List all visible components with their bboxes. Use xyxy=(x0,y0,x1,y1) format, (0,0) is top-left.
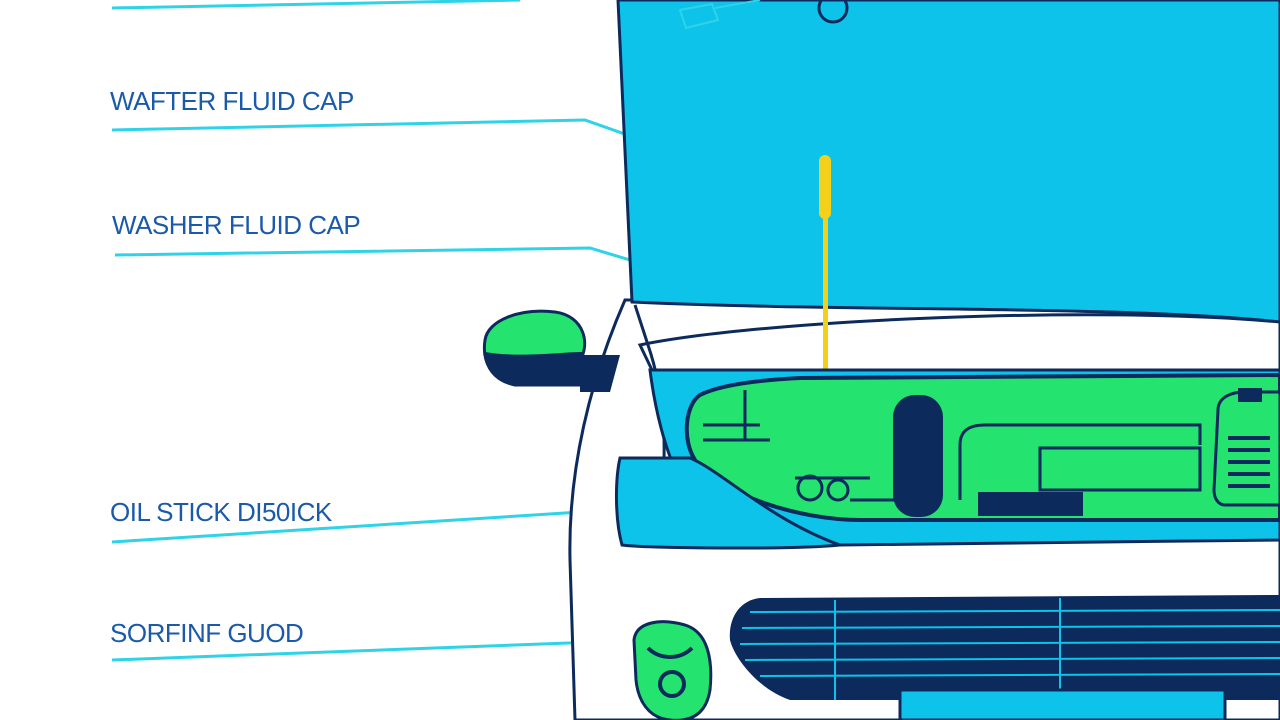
mirror-mount xyxy=(580,355,620,392)
engine-box xyxy=(1038,446,1202,492)
leader-line-2 xyxy=(114,246,671,274)
headlight-fender xyxy=(615,456,841,550)
label-sorfinf-guod: SORFINF GUOD xyxy=(110,618,304,648)
hood-latch-ring xyxy=(817,0,849,24)
label-washer-fluid-cap: WASHER FLUID CAP xyxy=(112,210,361,240)
label-oil-stick: OIL STICK DI50ICK xyxy=(110,497,332,527)
label-wafter-fluid-cap: WAFTER FLUID CAP xyxy=(110,86,354,116)
engine-hose xyxy=(703,390,770,442)
fog-light-bulb xyxy=(658,670,686,698)
fog-light-detail xyxy=(646,646,694,659)
dipstick-handle xyxy=(819,155,831,219)
coolant-reservoir-vents xyxy=(1228,436,1270,488)
dipstick-shaft xyxy=(823,158,828,383)
leader-line-top xyxy=(111,0,521,10)
grille-slats xyxy=(739,598,1280,700)
coolant-reservoir-cap xyxy=(1238,388,1262,402)
engine-linkage xyxy=(795,474,900,502)
hood-underside xyxy=(637,313,1280,372)
license-plate-area xyxy=(898,688,1227,720)
leader-line-4 xyxy=(111,638,651,662)
side-mirror-shadow xyxy=(485,352,582,385)
engine-box-lower xyxy=(978,492,1083,516)
leader-line-1 xyxy=(111,118,671,152)
engine-pipe xyxy=(958,423,1202,500)
hood-hose-clip xyxy=(678,2,720,30)
hood-hose-top xyxy=(714,0,761,9)
engine-cylinder xyxy=(893,395,943,517)
hood xyxy=(616,0,1280,324)
